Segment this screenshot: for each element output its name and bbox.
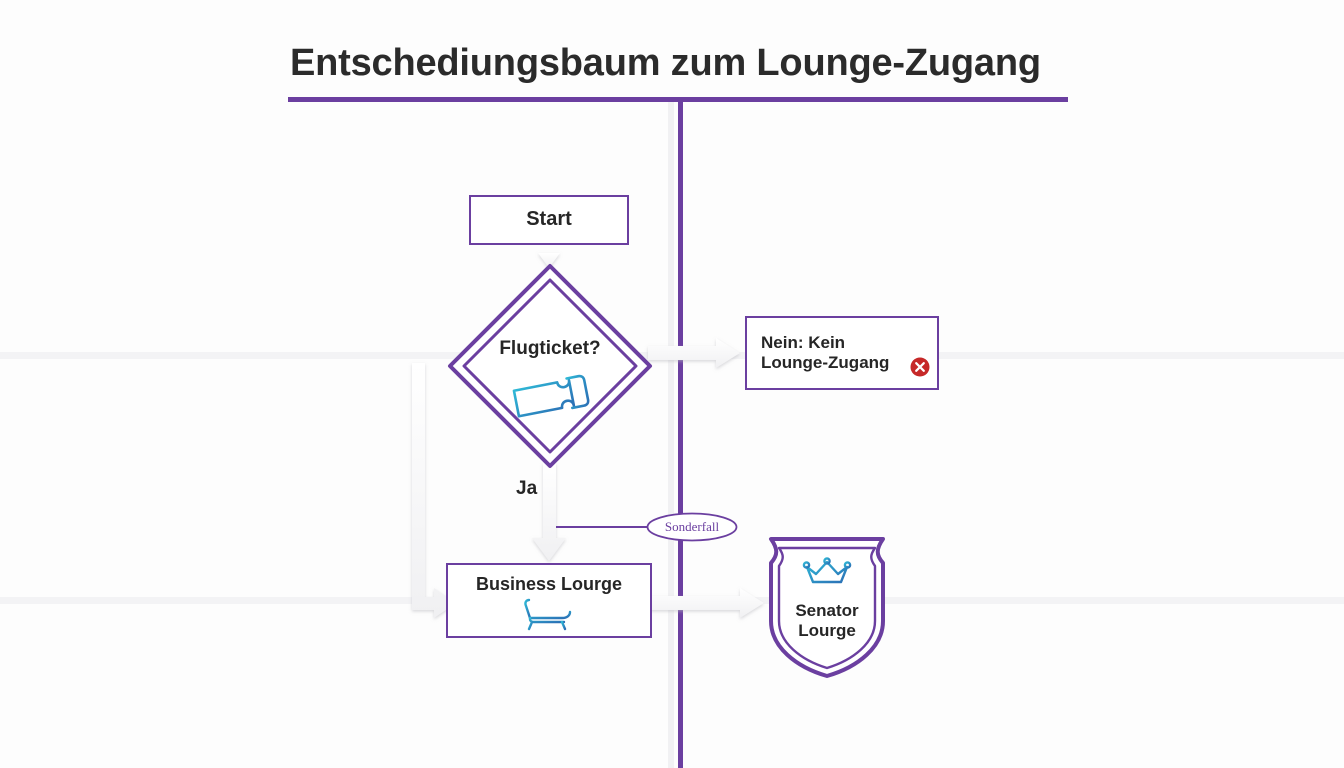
crown-icon xyxy=(802,557,852,588)
title-underline xyxy=(288,97,1068,102)
edge-label-ja: Ja xyxy=(516,478,538,499)
node-business-label: Business Lourge xyxy=(475,574,623,594)
node-senator-label-line2: Lourge xyxy=(798,621,856,641)
node-business-lounge[interactable]: Business Lourge xyxy=(446,563,652,638)
sonderfall-label: Sonderfall xyxy=(664,519,720,534)
node-flugticket[interactable]: Flugticket? xyxy=(444,260,656,472)
node-senator-label-line1: Senator xyxy=(795,601,859,620)
lounge-chair-icon xyxy=(524,598,572,631)
edge-label-sonderfall[interactable]: Sonderfall xyxy=(646,512,738,542)
node-nein-label-line2: Lounge-Zugang xyxy=(761,353,890,372)
bg-guide-horizontal-lower xyxy=(0,597,1344,604)
vertical-divider-line xyxy=(678,99,683,768)
node-senator-label: Senator Lourge xyxy=(754,601,900,642)
shield-shape xyxy=(769,537,885,678)
ticket-icon xyxy=(512,374,590,418)
node-senator-lounge[interactable]: Senator Lourge xyxy=(754,533,900,681)
node-start-label: Start xyxy=(526,208,572,231)
diamond-shape xyxy=(448,264,652,468)
node-nein-kein-lounge-zugang[interactable]: Nein: Kein Lounge-Zugang xyxy=(745,316,939,390)
page-title: Entschediungsbaum zum Lounge-Zugang xyxy=(290,42,1041,84)
bg-guide-vertical-left xyxy=(668,99,674,768)
node-nein-label-line1: Nein: Kein xyxy=(761,333,846,352)
bg-guide-horizontal-upper xyxy=(0,352,1344,359)
error-circle-x-icon xyxy=(910,357,930,377)
node-flugticket-label: Flugticket? xyxy=(499,338,601,359)
sonderfall-ellipse xyxy=(646,512,738,542)
node-start[interactable]: Start xyxy=(469,195,629,245)
